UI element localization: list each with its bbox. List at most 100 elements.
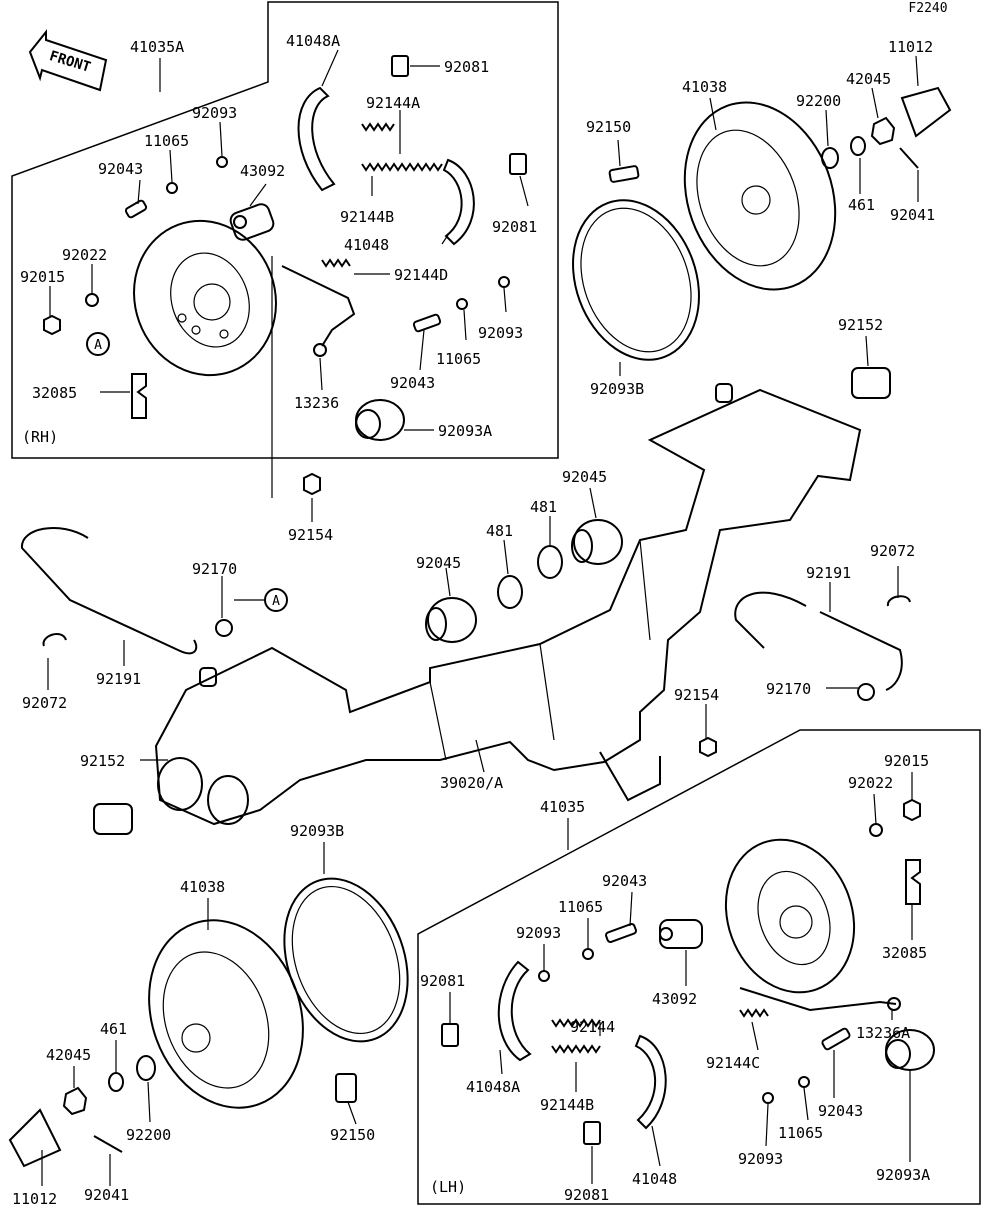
nut-42045-lh [62,1086,88,1116]
rh-assembly-label: 41035A [130,38,184,56]
clip-92081-rh-mid [509,153,527,175]
clip-92081-rh-top [391,55,409,77]
label-92043-lh-top: 92043 [602,872,647,890]
front-arrow-icon: FRONT [28,29,108,92]
label-32085-lh: 32085 [882,944,927,962]
label-92041-rh: 92041 [890,206,935,224]
label-11012-rh: 11012 [888,38,933,56]
washer-92093-lh-top [538,970,550,982]
label-92041-lh: 92041 [84,1186,129,1204]
label-11065-rh-bot: 11065 [436,350,481,368]
label-92093-rh-bot: 92093 [478,324,523,342]
lh-group-box [417,729,981,1205]
lever-13236 [281,265,356,347]
ref-marker-A-axle: A [264,588,288,612]
label-92191-right: 92191 [806,564,851,582]
label-92072-left: 92072 [22,694,67,712]
label-92144C: 92144C [706,1054,760,1072]
label-92191-left: 92191 [96,670,141,688]
ref-marker-A-rh-text: A [94,338,102,353]
lh-group-tag: (LH) [430,1178,466,1196]
label-39020A: 39020/A [440,774,503,792]
seal-92093A-rh [355,399,405,441]
bolt-92154-top [303,472,321,496]
brake-pipe-92191-right [734,591,903,691]
label-92022-rh: 92022 [62,246,107,264]
bushing-92152-left [93,803,133,835]
label-42045-lh: 42045 [46,1046,91,1064]
washer-92200-rh [821,147,839,169]
brake-shoe-41048-rh [442,158,475,246]
label-92072-right: 92072 [870,542,915,560]
label-11065-rh-top: 11065 [144,132,189,150]
bracket-32085-rh [131,373,147,419]
washer-92093-lh-bot [762,1092,774,1104]
figure-id: F2240 [908,1,947,16]
label-41048A-rh: 41048A [286,32,340,50]
washer-92093-rh-top [216,156,228,168]
label-11012-lh: 11012 [12,1190,57,1206]
label-92093-lh-top: 92093 [516,924,561,942]
cap-11012-rh [900,86,952,138]
label-13236: 13236 [294,394,339,412]
label-92170-left: 92170 [192,560,237,578]
clamp-92170-right [857,683,875,701]
bearing-92045-left [425,597,477,643]
ref-marker-A-rh: A [86,332,110,356]
label-92144B-lh: 92144B [540,1096,594,1114]
cotter-pin-92041-lh [93,1135,123,1153]
label-461-lh: 461 [100,1020,127,1038]
label-42045-rh: 42045 [846,70,891,88]
label-92081-lh-bot: 92081 [564,1186,609,1204]
washer-11065-rh-bot [456,298,468,310]
snap-ring-481-right [537,545,563,579]
washer-11065-lh-bot [798,1076,810,1088]
axle-housing-39020A [154,383,862,826]
spring-92144D-rh [321,258,351,268]
bearing-92045-right [571,519,623,565]
label-92022-lh: 92022 [848,774,893,792]
bushing-92152-top [851,367,891,399]
label-92015-rh: 92015 [20,268,65,286]
label-92093B-rh: 92093B [590,380,644,398]
lh-assembly-label: 41035 [540,798,585,816]
drum-seal-92093B-lh [283,877,409,1043]
wheel-cylinder-rh [229,203,275,241]
nut-92015-rh [43,314,61,336]
clip-92081-lh-top [441,1023,459,1047]
label-41048-rh: 41048 [344,236,389,254]
brake-shoe-41048-lh [634,1034,667,1130]
pin-92043-lh-bot [821,1027,851,1051]
pin-92043-rh-top [124,199,148,219]
washer-92022-lh [869,823,883,837]
label-92200-lh: 92200 [126,1126,171,1144]
ref-marker-A-axle-text: A [272,594,280,609]
label-13236A: 13236A [856,1024,910,1042]
label-41038-rh: 41038 [682,78,727,96]
label-92154-right: 92154 [674,686,719,704]
nut-92015-lh [903,798,921,822]
label-92093-rh-top: 92093 [192,104,237,122]
label-11065-lh-bot: 11065 [778,1124,823,1142]
clip-92072-left [42,632,67,647]
label-92081-rh-top: 92081 [444,58,489,76]
label-481-right: 481 [530,498,557,516]
cotter-pin-92041-rh [899,147,919,169]
spring-92144C-lh [739,1008,769,1018]
spring-92144A-rh [361,122,395,132]
washer-461-rh [850,136,866,156]
label-481-left: 481 [486,522,513,540]
bracket-32085-lh [905,859,921,905]
label-41038-lh: 41038 [180,878,225,896]
label-92093A-rh: 92093A [438,422,492,440]
pin-92043-lh-top [605,923,637,943]
backing-plate-lh [724,838,856,994]
spring-92144B-rh [361,162,443,172]
brake-drum-41038-lh [148,919,304,1109]
label-11065-lh-top: 11065 [558,898,603,916]
brake-pipe-92191-left [20,526,198,655]
label-92043-rh-bot: 92043 [390,374,435,392]
label-92144A: 92144A [366,94,420,112]
clip-92081-lh-bot [583,1121,601,1145]
